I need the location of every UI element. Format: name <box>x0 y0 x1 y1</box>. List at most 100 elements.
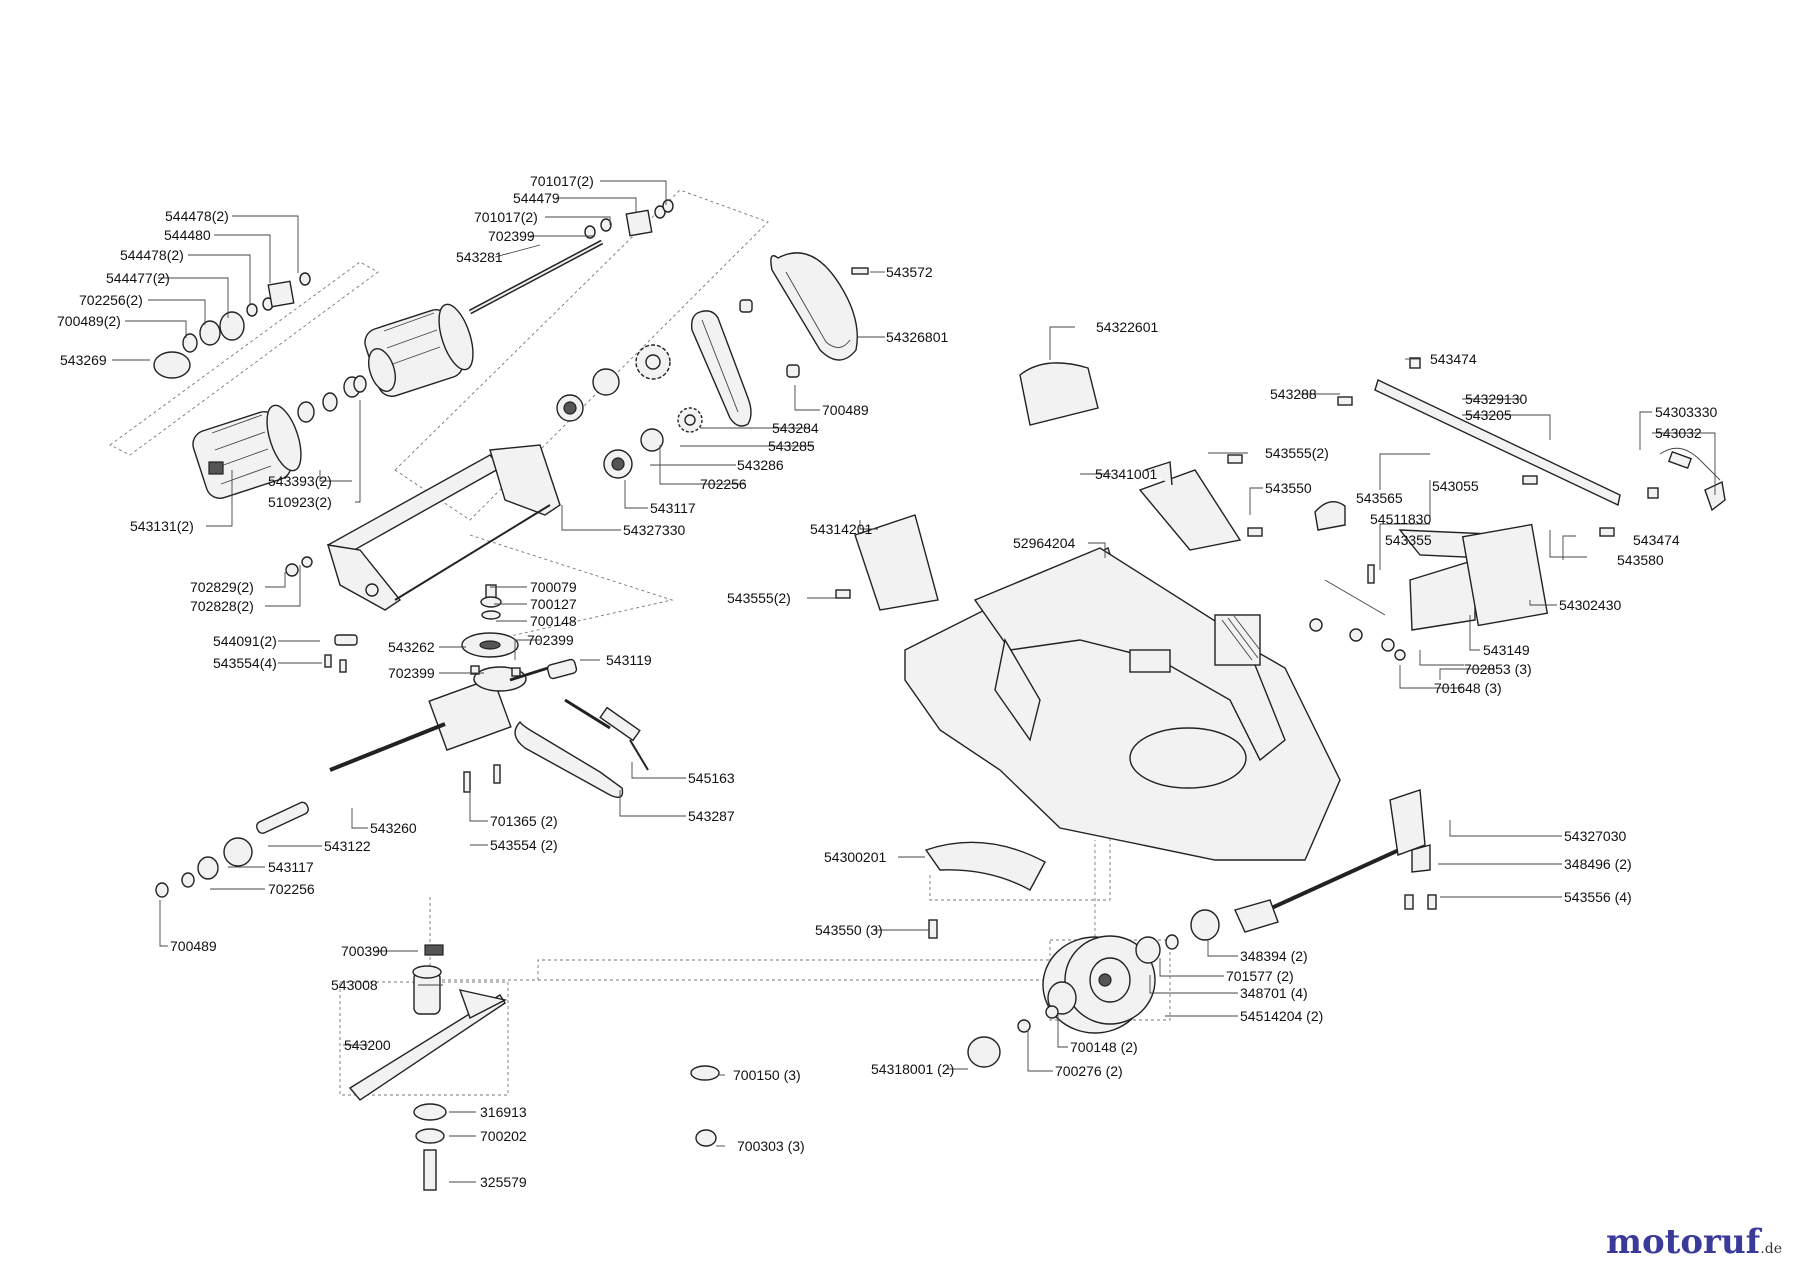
part-label-543572: 543572 <box>886 264 933 280</box>
shaft-left <box>155 801 309 898</box>
part-label-700127: 700127 <box>530 596 577 612</box>
part-label-543149: 543149 <box>1483 642 1530 658</box>
part-label-543288: 543288 <box>1270 386 1317 402</box>
part-label-543269: 543269 <box>60 352 107 368</box>
front-axle <box>1234 789 1437 933</box>
part-label-700276: 700276 (2) <box>1055 1063 1123 1079</box>
part-label-702256a: 702256(2) <box>79 292 143 308</box>
part-label-52964204: 52964204 <box>1013 535 1076 551</box>
part-label-700489b: 700489 <box>822 402 869 418</box>
part-label-54511830: 54511830 <box>1370 511 1431 527</box>
watermark-brand: motoruf <box>1606 1222 1761 1262</box>
part-label-543554b: 543554 (2) <box>490 837 558 853</box>
part-label-54300201: 54300201 <box>824 849 887 865</box>
part-label-543355: 543355 <box>1385 532 1432 548</box>
part-label-700148a: 700148 <box>530 613 577 629</box>
part-label-543554a: 543554(4) <box>213 655 277 671</box>
part-label-54318001: 54318001 (2) <box>871 1061 954 1077</box>
part-label-54303330: 54303330 <box>1655 404 1718 420</box>
small-rings-top <box>584 199 674 239</box>
height-bracket <box>1314 500 1549 631</box>
gearbox-belt <box>514 720 624 798</box>
part-labels: 701017(2) 544479 701017(2) 702399 543281… <box>57 173 1718 1190</box>
leader-lines <box>112 180 1716 1183</box>
blade-assembly <box>348 944 508 1191</box>
part-label-700148b: 700148 (2) <box>1070 1039 1138 1055</box>
rear-flap <box>1019 362 1099 426</box>
part-label-54314201: 54314201 <box>810 521 873 537</box>
part-label-702256c: 702256 <box>268 881 315 897</box>
part-label-543287: 543287 <box>688 808 735 824</box>
part-label-701017a: 701017(2) <box>530 173 594 189</box>
part-label-543474b: 543474 <box>1633 532 1680 548</box>
small-rings-left <box>153 272 367 423</box>
part-label-543556: 543556 (4) <box>1564 889 1632 905</box>
part-label-543286: 543286 <box>737 457 784 473</box>
part-label-701577: 701577 (2) <box>1226 968 1294 984</box>
part-label-54514204: 54514204 (2) <box>1240 1008 1323 1024</box>
part-label-543122: 543122 <box>324 838 371 854</box>
part-label-700489a: 700489(2) <box>57 313 121 329</box>
part-label-543260: 543260 <box>370 820 417 836</box>
drive-cable <box>564 698 649 771</box>
watermark-logo: motoruf.de <box>1606 1222 1782 1262</box>
part-label-702853: 702853 (3) <box>1464 661 1532 677</box>
roller-front <box>364 303 474 397</box>
part-label-700202: 700202 <box>480 1128 527 1144</box>
part-label-348394: 348394 (2) <box>1240 948 1308 964</box>
part-label-544479: 544479 <box>513 190 560 206</box>
deck-brackets <box>854 461 1242 611</box>
part-label-544478a: 544478(2) <box>165 208 229 224</box>
part-label-543032: 543032 <box>1655 425 1702 441</box>
part-label-544477: 544477(2) <box>106 270 170 286</box>
deck-flap <box>924 841 1046 891</box>
part-label-543131: 543131(2) <box>130 518 194 534</box>
part-label-54327330: 54327330 <box>623 522 686 538</box>
gearbox-bolts <box>324 634 501 793</box>
part-label-701017b: 701017(2) <box>474 209 538 225</box>
part-label-700303: 700303 (3) <box>737 1138 805 1154</box>
watermark-domain: .de <box>1760 1241 1782 1257</box>
part-label-700079: 700079 <box>530 579 577 595</box>
roller-rear <box>192 404 302 499</box>
part-label-54322601: 54322601 <box>1096 319 1159 335</box>
part-label-544091: 544091(2) <box>213 633 277 649</box>
part-label-543119: 543119 <box>606 652 652 668</box>
part-label-543474a: 543474 <box>1430 351 1477 367</box>
height-lever <box>1337 357 1726 537</box>
part-label-543008: 543008 <box>331 977 378 993</box>
part-label-543284: 543284 <box>772 420 819 436</box>
part-label-544480: 544480 <box>164 227 211 243</box>
frame-assembly <box>326 444 561 611</box>
part-label-543580: 543580 <box>1617 552 1664 568</box>
part-label-543117b: 543117 <box>268 859 314 875</box>
part-label-543281: 543281 <box>456 249 503 265</box>
part-label-348496: 348496 (2) <box>1564 856 1632 872</box>
part-label-54329130: 54329130 <box>1465 391 1528 407</box>
part-label-701648: 701648 (3) <box>1434 680 1502 696</box>
mower-deck <box>904 547 1341 861</box>
screws-deck <box>835 454 1263 599</box>
v-belt-top <box>770 252 858 361</box>
small-screws-mid <box>928 919 938 939</box>
part-label-702256b: 702256 <box>700 476 747 492</box>
part-label-702399c: 702399 <box>388 665 435 681</box>
gears-middle <box>556 344 703 479</box>
small-screws <box>739 267 869 378</box>
part-label-700390: 700390 <box>341 943 388 959</box>
part-label-54341001: 54341001 <box>1095 466 1158 482</box>
part-label-316913: 316913 <box>480 1104 527 1120</box>
part-label-510923: 510923(2) <box>268 494 332 510</box>
height-washers <box>1309 618 1406 661</box>
axle-shaft <box>468 239 604 315</box>
part-label-543565: 543565 <box>1356 490 1403 506</box>
part-label-700489c: 700489 <box>170 938 217 954</box>
part-label-543055: 543055 <box>1432 478 1479 494</box>
part-label-702828: 702828(2) <box>190 598 254 614</box>
part-label-702829: 702829(2) <box>190 579 254 595</box>
part-label-700150: 700150 (3) <box>733 1067 801 1083</box>
part-label-543262: 543262 <box>388 639 435 655</box>
part-label-544478b: 544478(2) <box>120 247 184 263</box>
part-label-543550a: 543550 <box>1265 480 1312 496</box>
